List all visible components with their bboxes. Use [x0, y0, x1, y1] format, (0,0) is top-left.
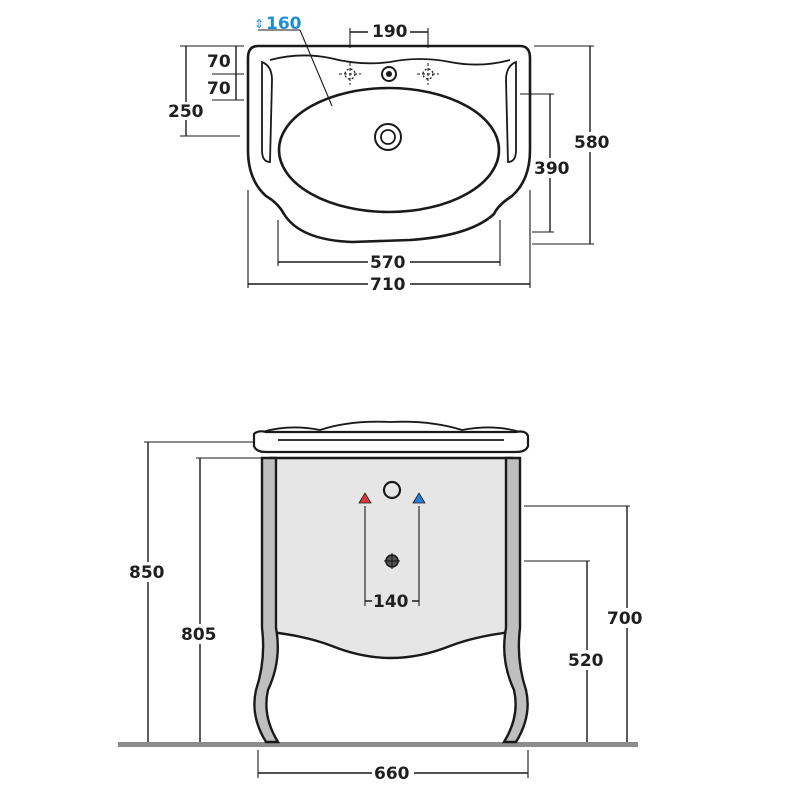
supply-height-value: 700 [607, 609, 643, 629]
overall-width-value: 710 [370, 275, 406, 295]
tap-hole-right [417, 63, 439, 85]
front-basin-top [261, 420, 521, 433]
waste-outlet [382, 480, 402, 500]
supply-spacing-value: 140 [373, 592, 409, 612]
bowl-depth-value: 390 [534, 159, 570, 179]
cabinet-height-value: 805 [181, 625, 217, 645]
tap-height-value: 160 [266, 14, 302, 34]
overall-depth-value: 580 [574, 133, 610, 153]
basin-drain-inner [380, 129, 396, 145]
drain-height-value: 520 [568, 651, 604, 671]
tap-offset-1-value: 70 [207, 52, 231, 72]
cabinet-left-leg [253, 456, 281, 744]
hot-valve-icon [358, 492, 372, 504]
basin-drain [374, 123, 402, 151]
tap-offset-2-value: 70 [207, 79, 231, 99]
basin-right-rail [505, 60, 517, 163]
tap-hole-left [339, 63, 361, 85]
tap-height-arrow: ⇕ [254, 17, 264, 31]
total-height-value: 850 [129, 563, 165, 583]
tap-hole-center-inner [386, 71, 392, 77]
leg-spacing-value: 660 [374, 764, 410, 784]
basin-deck-line [269, 54, 511, 66]
bowl-width-value: 570 [370, 253, 406, 273]
basin-left-rail [261, 60, 273, 163]
front-basin-slab [252, 430, 530, 454]
tap-to-bowl-value: 250 [168, 102, 204, 122]
floor-line [118, 742, 638, 747]
vanity-front-view: 140 850 805 700 520 660 [118, 420, 646, 784]
basin-top-view: ⇕ 160 190 70 70 250 390 580 [166, 14, 612, 295]
cold-valve-icon [412, 492, 426, 504]
tap-spacing-value: 190 [372, 22, 408, 42]
cabinet-right-leg [501, 456, 529, 744]
